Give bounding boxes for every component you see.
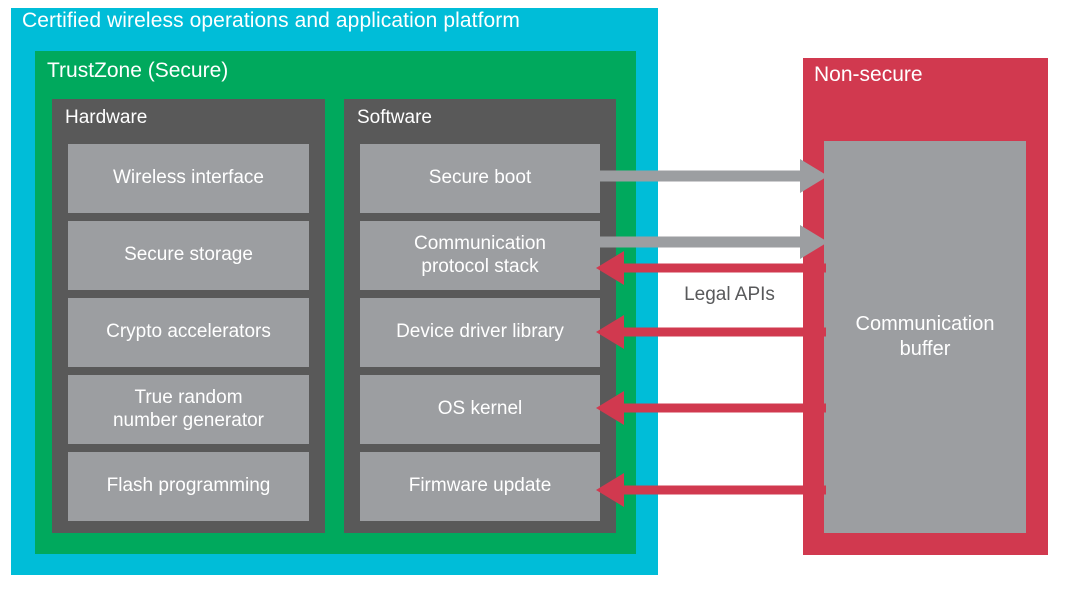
software-item-os-kernel[interactable]: OS kernel — [360, 375, 600, 444]
hardware-item-wireless-interface[interactable]: Wireless interface — [68, 144, 309, 213]
hardware-panel: Hardware Wireless interface Secure stora… — [52, 99, 325, 533]
legal-apis-label: Legal APIs — [664, 281, 795, 309]
nonsecure-title: Non-secure — [814, 63, 923, 86]
software-item-device-driver-library[interactable]: Device driver library — [360, 298, 600, 367]
software-item-firmware-update[interactable]: Firmware update — [360, 452, 600, 521]
hardware-item-crypto-accelerators[interactable]: Crypto accelerators — [68, 298, 309, 367]
trustzone-title: TrustZone (Secure) — [47, 59, 229, 82]
platform-title: Certified wireless operations and applic… — [22, 9, 520, 32]
hardware-item-list: Wireless interface Secure storage Crypto… — [68, 144, 309, 521]
hardware-item-flash-programming[interactable]: Flash programming — [68, 452, 309, 521]
hardware-panel-title: Hardware — [65, 107, 148, 128]
hardware-item-secure-storage[interactable]: Secure storage — [68, 221, 309, 290]
software-item-secure-boot[interactable]: Secure boot — [360, 144, 600, 213]
software-panel-title: Software — [357, 107, 432, 128]
